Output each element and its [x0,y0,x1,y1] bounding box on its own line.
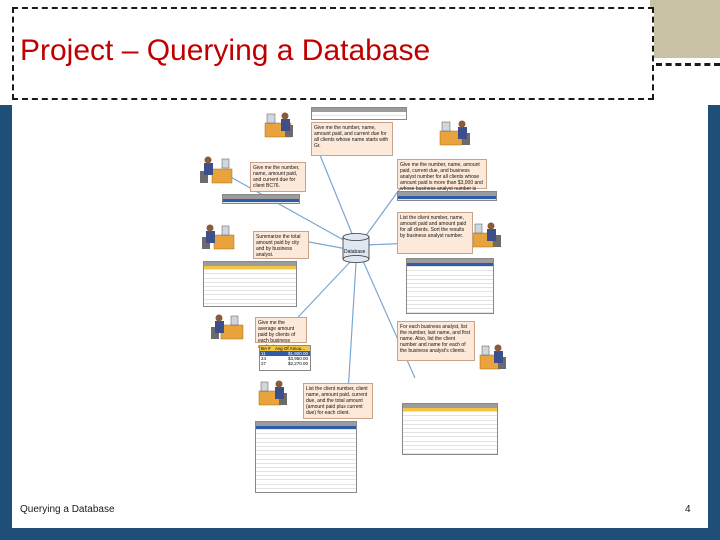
request-bubble-8: List the client number, client name, amo… [303,383,373,419]
avg-header-ba: BA # [261,346,271,351]
person-icon-2 [200,156,233,184]
avg-header-amount: Avg Of Amou... [275,346,306,351]
title-dashed-box [12,7,654,100]
result-table-8 [255,421,357,493]
avg-row-ba: 27 [261,361,267,366]
result-table-4 [203,261,297,307]
person-icon-4 [202,224,235,250]
result-table-2 [222,194,300,204]
average-paid-table: BA # Avg Of Amou... 11 $1,900.00 24 $3,9… [259,345,311,371]
request-bubble-4: List the client number, name, amount pai… [397,212,473,254]
accent-strip [650,0,720,58]
avg-row-ba: 11 [261,351,266,356]
person-icon-3 [439,120,470,146]
person-icon-5 [472,222,501,248]
result-table-5 [406,258,494,314]
avg-row-amount: $3,950.00 [287,356,308,361]
avg-row-amount: $1,900.00 [287,351,308,356]
request-bubble-1: Give me the number, name, amount paid, a… [311,122,393,156]
slide-footer: Querying a Database [20,504,115,515]
page-number: 4 [685,504,691,515]
avg-row-amount: $2,270.00 [287,361,308,366]
person-icon-7 [479,344,506,370]
request-bubble-7: For each business analyst, list the numb… [397,321,475,361]
database-label: Database [344,249,366,255]
arrow-8 [347,262,357,394]
figure-canvas [200,112,506,406]
person-icon-6 [211,314,244,340]
database-icon [342,233,370,263]
slide-title: Project – Querying a Database [20,34,431,67]
person-icon-1 [264,112,293,138]
database-query-figure: Give me the number, name, amount paid, a… [197,103,522,508]
request-bubble-5: Summarize the total amount paid by city … [253,231,309,259]
result-table-3 [397,191,497,201]
arrow-2 [226,174,350,244]
person-icon-8 [258,380,287,406]
slide-content [12,105,708,528]
result-table-1 [311,107,407,120]
request-bubble-3: Give me the number, name, amount paid, c… [397,159,487,198]
title-dashed-line [656,63,720,66]
avg-row-ba: 24 [261,356,267,361]
request-bubble-2: Give me the number, name, amount paid, a… [250,162,306,192]
request-bubble-6: Give me the average amount paid by clien… [255,317,307,350]
result-table-7 [402,403,498,455]
